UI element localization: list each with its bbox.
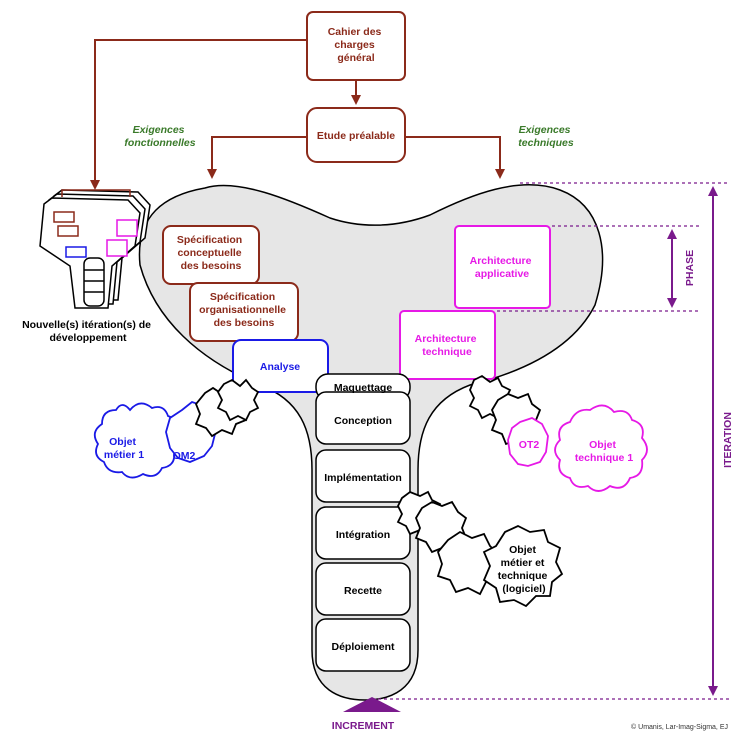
copyright-text: © Umanis, Lar-Imag-Sigma, EJ — [631, 723, 728, 731]
step-integration: Intégration — [336, 529, 390, 541]
analyse-text: Analyse — [260, 361, 300, 373]
step-conception: Conception — [334, 415, 392, 427]
increment-label: INCREMENT — [332, 720, 395, 732]
ot2-label: OT2 — [519, 439, 540, 451]
etude-box — [306, 107, 406, 163]
objet-mixte-label: Objet métier et technique (logiciel) — [498, 544, 551, 595]
iterations-label: Nouvelle(s) itération(s) de développemen… — [22, 319, 154, 344]
step-deploiement: Déploiement — [331, 641, 395, 653]
right-gears — [468, 374, 648, 492]
architecture-technique-box — [399, 310, 496, 380]
architecture-applicative-text: Architecture applicative — [470, 255, 535, 280]
iterations-stack-icon — [39, 189, 151, 309]
exigences-fonctionnelles: Exigences fonctionnelles — [124, 124, 195, 149]
step-column — [315, 373, 411, 672]
cahier-text: Cahier des charges général — [328, 26, 385, 64]
top-arrows — [90, 39, 505, 190]
om2-label: OM2 — [173, 450, 196, 462]
step-implementation: Implémentation — [324, 472, 402, 484]
iteration-label: ITERATION — [722, 412, 733, 468]
spec-conceptuelle-text: Spécification conceptuelle des besoins — [177, 234, 245, 272]
bottom-gears — [396, 490, 564, 608]
guide-lines — [372, 182, 730, 700]
step-maquettage: Maquettage — [334, 382, 393, 394]
exigences-techniques: Exigences techniques — [518, 124, 574, 149]
step-labels: Maquettage Conception Implémentation Int… — [324, 382, 402, 653]
architecture-applicative-box — [454, 225, 551, 309]
architecture-technique-text: Architecture technique — [415, 333, 480, 358]
phase-label: PHASE — [684, 250, 696, 286]
objet-technique-label: Objet technique 1 — [575, 439, 634, 464]
left-gears — [93, 378, 260, 479]
step-recette: Recette — [344, 585, 382, 597]
spec-organisationnelle-text: Spécification organisationnelle des beso… — [199, 291, 289, 329]
analyse-box — [232, 339, 329, 393]
etude-text: Etude préalable — [317, 130, 395, 142]
objet-metier-label: Objet métier 1 — [104, 436, 144, 461]
increment-marker — [343, 697, 401, 712]
